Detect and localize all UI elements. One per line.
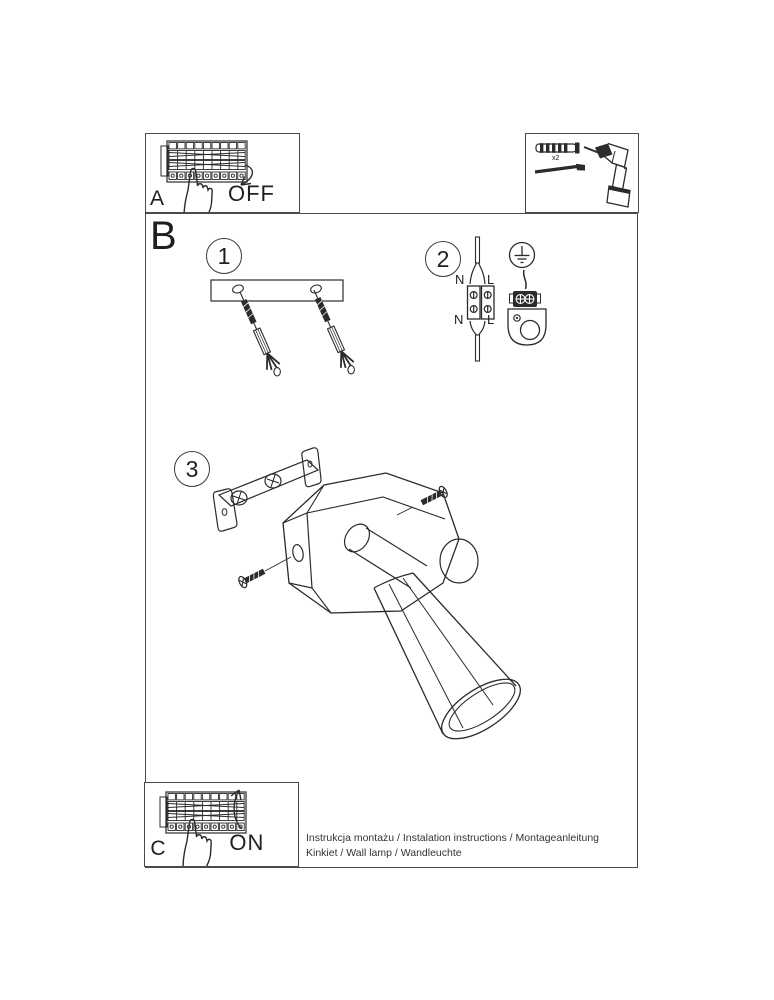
step-3-drawing-lamp-assembly <box>212 447 521 740</box>
footer-product-multilang: Kinkiet / Wall lamp / Wandleuchte <box>306 847 462 859</box>
step-1-number: 1 <box>217 242 231 269</box>
earth-ground-icon <box>508 241 536 269</box>
joint-arm-drawing <box>343 523 479 589</box>
box-c-label: C <box>150 837 166 860</box>
lamp-body-drawing <box>282 472 460 614</box>
wire-label-n-bottom: N <box>454 312 464 327</box>
box-a-label: A <box>150 187 165 210</box>
pointing-hand-icon <box>182 818 213 866</box>
section-b-label: B <box>150 214 177 258</box>
tools-panel: x2 <box>525 133 639 213</box>
on-label: ON <box>229 830 265 855</box>
circuit-breaker-icon <box>160 140 248 183</box>
anchor-count-label: x2 <box>552 155 560 162</box>
off-label: OFF <box>228 181 275 206</box>
step-2-badge: 2 <box>425 241 461 277</box>
arrow-up-icon <box>230 789 243 830</box>
wall-anchor-icon <box>535 142 580 154</box>
screw-icon <box>534 163 585 174</box>
lamp-shade-drawing <box>373 572 521 740</box>
power-on-panel: ON C <box>144 782 300 867</box>
step-3-badge: 3 <box>174 451 210 487</box>
step-3-number: 3 <box>185 455 199 482</box>
drill-icon <box>583 142 631 208</box>
power-off-panel: OFF A <box>145 133 300 213</box>
wire-label-l-top: L <box>487 272 495 287</box>
wire-label-l-bottom: L <box>487 312 495 327</box>
wall-bracket-drawing <box>212 447 322 532</box>
wire-label-n-top: N <box>455 272 465 287</box>
main-instructions-panel: B 1 <box>144 213 638 868</box>
step-2-drawing-terminal-block <box>466 236 495 362</box>
step-2-number: 2 <box>436 245 450 272</box>
pointing-hand-icon <box>183 167 213 212</box>
arrow-down-icon <box>240 164 254 186</box>
footer-title-multilang: Instrukcja montażu / Instalation instruc… <box>306 832 599 844</box>
step-2-drawing-ground-bracket <box>507 241 547 346</box>
step-1-drawing-mounting-strip <box>210 279 360 381</box>
step-1-badge: 1 <box>206 238 242 274</box>
